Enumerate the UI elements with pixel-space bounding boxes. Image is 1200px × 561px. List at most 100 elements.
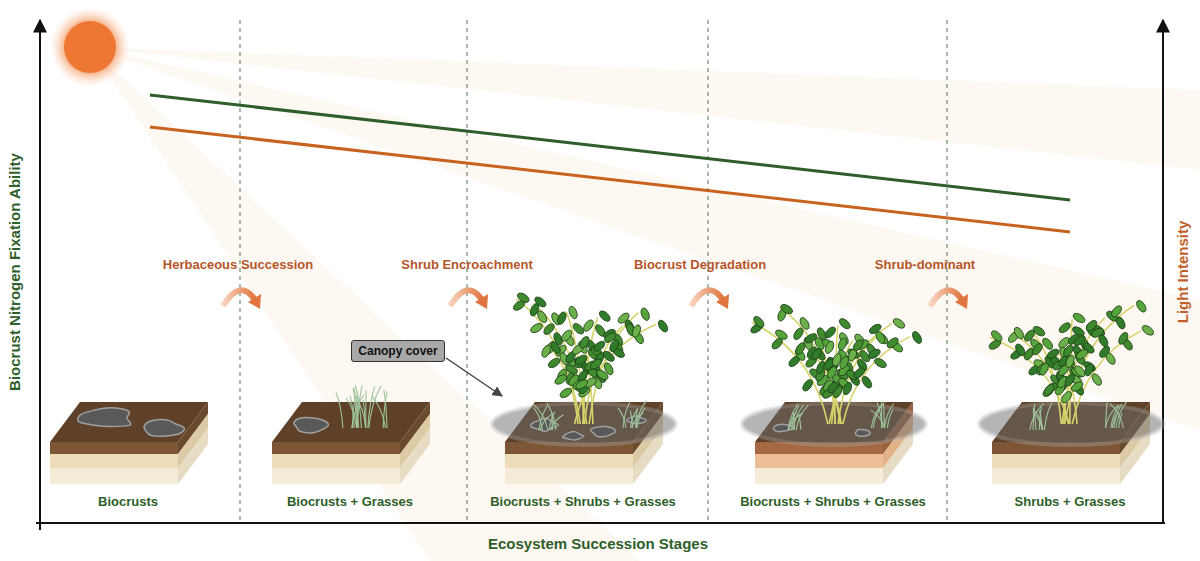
shrub-stem [829,324,892,424]
shrub-stem [589,313,638,424]
grass-blade [539,406,547,430]
shrub-leaf [852,366,867,380]
shrub-leaf [1032,325,1047,338]
grass-blade [636,401,647,428]
shrub-leaf [558,386,573,399]
shrub-leaf [837,337,848,352]
stage-illustration [742,303,926,484]
stage-panel: Shrubs + Grasses [970,380,1170,510]
shrub-leaf [1090,326,1105,339]
shrub-leaf [574,378,589,391]
grass-blade [871,410,885,428]
shrub-leaf [842,381,854,396]
shrub-leaf [1041,336,1055,351]
grass-blade [1044,403,1051,430]
shrub-leaf [608,338,620,353]
shrub-leaf [801,378,815,393]
sun [64,21,116,73]
shrub-stem [752,322,828,424]
shrub-leaf [1115,315,1127,330]
stage-panel: Biocrusts [28,380,228,510]
soil-layer [505,454,633,468]
grass-blade [552,415,553,430]
shrub-leaf [860,375,873,390]
shrub-leaf [803,332,818,345]
shrub-stem [575,324,656,424]
shrub-leaf [1072,312,1087,325]
grass-blade [630,409,637,428]
shrub-leaf [657,319,670,334]
shrub-leaf [1075,348,1090,361]
transition-arrowhead [955,294,968,309]
transition-arrow [691,290,723,306]
shrub-leaf [533,295,548,309]
shrub-leaf [868,322,883,335]
grass-blade [352,395,364,428]
biocrust-patch [78,408,131,427]
shrub-leaf [547,356,562,369]
stage-panel: Biocrusts + Grasses [250,380,450,510]
transition-arrow [450,290,482,306]
soil-layer [505,468,633,484]
callout-box: Canopy cover [351,340,445,362]
stage-panel: Biocrusts + Shrubs + Grasses [483,380,683,510]
stage-illustration [492,291,676,484]
shrub-leaf [885,336,900,350]
x-axis [36,522,1165,524]
shrub-leaf [752,315,766,329]
grass-blade [1112,412,1118,428]
grass-blade [793,411,794,430]
shrub-leaf [1070,380,1085,393]
shrub-leaf [542,322,556,336]
shrub-leaf [639,307,651,322]
shrub-leaf [1140,324,1155,337]
axis-title: Biocrust Nitrogen Fixation Ability [5,72,25,472]
shrub-leaf [582,318,596,333]
shrub-leaf [1072,334,1087,347]
soil-layer [755,468,883,484]
stage-illustration [979,299,1163,484]
grass-blade [637,408,645,428]
shrub-leaf [851,338,865,353]
grass-blade [788,412,803,430]
stage-caption: Biocrusts + Shrubs + Grasses [490,494,676,510]
transition-arrow [930,290,962,306]
grass-blade [887,409,893,428]
stage-caption: Shrubs + Grasses [1015,494,1126,510]
biocrust-patch [144,420,184,436]
shrub-leaf [598,309,612,323]
shrub-stem [843,337,910,424]
shrub-leaf [1110,304,1124,319]
shrub-leaf [911,330,924,345]
grass-blade [540,413,553,430]
grass-blade [1110,404,1123,428]
shrub-leaf [873,357,888,370]
leader-line [446,358,502,396]
stage-caption: Biocrusts [98,494,158,510]
shrub-stem [1072,331,1141,424]
shrub-leaf [560,328,574,343]
soil-layer [272,442,400,454]
soil-layer [50,442,178,454]
nitrogen-trend-line [150,95,1070,200]
shrub-leaf [1038,362,1050,377]
biocrust-patch [590,426,615,436]
shrub-leaf [556,311,568,326]
shrub-leaf [823,325,837,339]
shrub-leaf [1046,347,1061,360]
grass-blade [353,388,356,428]
biocrust-patch [855,429,870,436]
soil-layer-side [178,428,208,484]
shrub-leaf [553,373,568,386]
shrub-leaf [592,339,607,353]
shrub-stem [780,307,841,424]
shrub-leaf [1012,326,1025,341]
soil-layer [272,454,400,468]
grass-blade [618,408,626,428]
shrub-leaf [1135,299,1148,314]
transition-arrowhead [716,294,729,309]
stage-caption: Biocrusts + Grasses [287,494,413,510]
shrub-leaf [1090,372,1103,387]
shrub-leaf [810,347,824,362]
